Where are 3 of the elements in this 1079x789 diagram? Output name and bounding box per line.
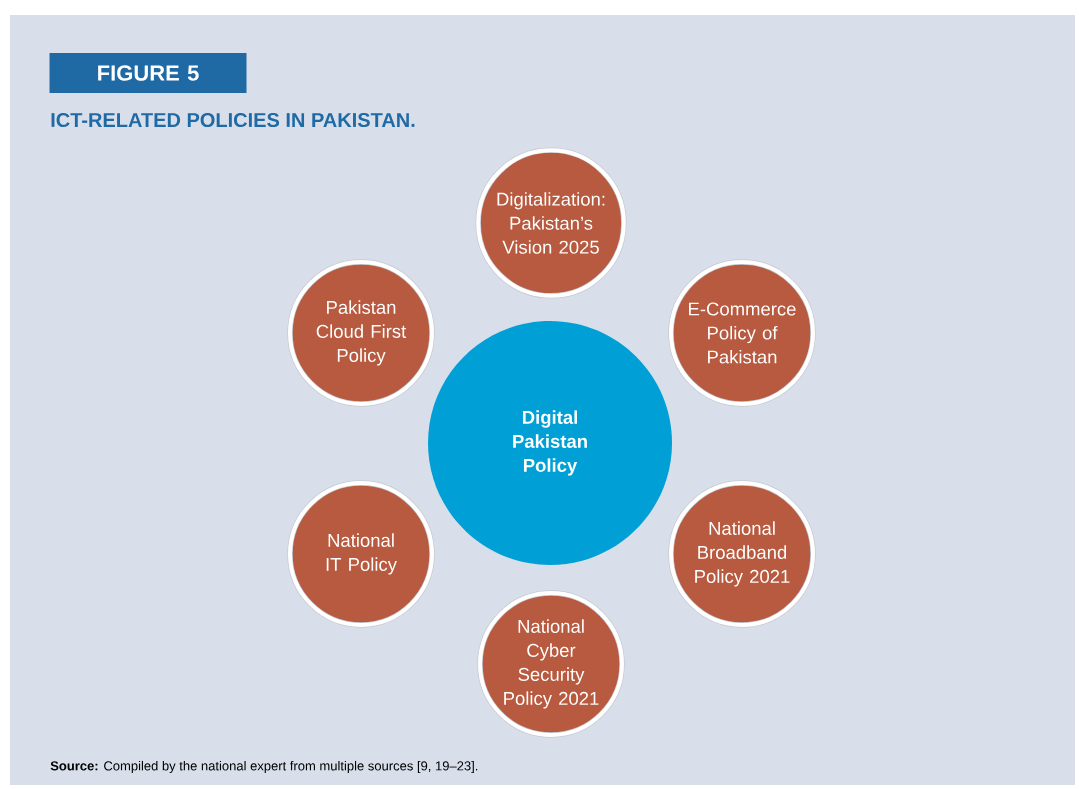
figure-title: ICT-RELATED POLICIES IN PAKISTAN. [51,112,415,128]
source-note: Source: Compiled by the national expert from multiple sources [9, 19–23]. [50,760,478,774]
figure-label-band: FIGURE 5 [49,53,247,93]
